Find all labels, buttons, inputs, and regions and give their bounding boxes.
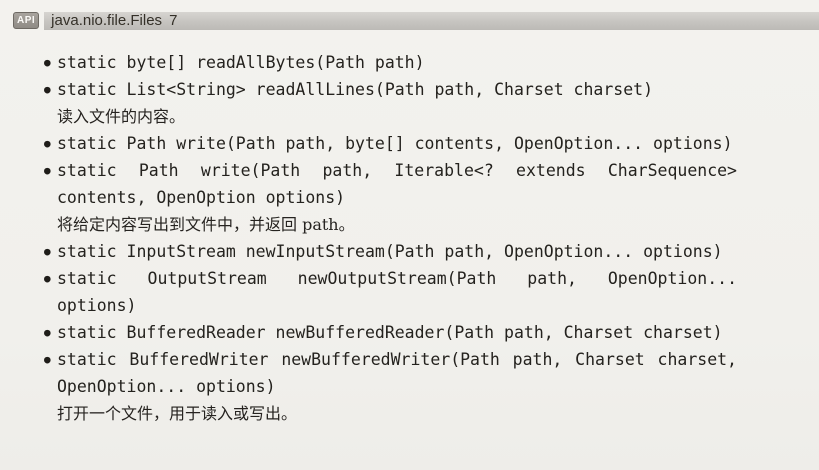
- api-code-line: static BufferedReader newBufferedReader(…: [57, 323, 723, 342]
- api-method-item: ● static BufferedWriter newBufferedWrite…: [0, 346, 737, 400]
- api-badge: API: [13, 12, 40, 29]
- api-header-bar: java.nio.file.Files 7: [44, 11, 819, 30]
- api-method-item: ● static Path write(Path path, byte[] co…: [0, 130, 737, 157]
- bullet-icon: ●: [44, 137, 51, 150]
- api-code-line: static BufferedWriter newBufferedWriter(…: [57, 350, 737, 369]
- api-method-item: ● static InputStream newInputStream(Path…: [0, 238, 737, 265]
- api-code-line: OpenOption... options): [57, 377, 276, 396]
- api-description-item: 读入文件的内容。: [0, 103, 737, 130]
- bullet-icon: ●: [44, 245, 51, 258]
- api-method-item: ● static OutputStream newOutputStream(Pa…: [0, 265, 737, 319]
- api-since-version: 7: [169, 12, 178, 29]
- api-code-line: static List<String> readAllLines(Path pa…: [57, 80, 654, 99]
- api-code-line: static InputStream newInputStream(Path p…: [57, 242, 723, 261]
- api-header: API java.nio.file.Files 7: [13, 11, 819, 30]
- bullet-icon: ●: [44, 56, 51, 69]
- bullet-icon: ●: [44, 353, 51, 366]
- api-description-line: 读入文件的内容。: [57, 107, 186, 126]
- api-method-item: ● static BufferedReader newBufferedReade…: [0, 319, 737, 346]
- api-description-line: 将给定内容写出到文件中，并返回 path。: [57, 215, 355, 234]
- api-code-line: options): [57, 296, 137, 315]
- api-description-item: 打开一个文件，用于读入或写出。: [0, 400, 737, 427]
- api-code-line: contents, OpenOption options): [57, 188, 346, 207]
- api-method-list: ● static byte[] readAllBytes(Path path) …: [0, 49, 737, 427]
- api-code-line: static Path write(Path path, byte[] cont…: [57, 134, 733, 153]
- api-method-item: ● static List<String> readAllLines(Path …: [0, 76, 737, 103]
- api-code-line: static byte[] readAllBytes(Path path): [57, 53, 425, 72]
- api-code-line: static OutputStream newOutputStream(Path…: [57, 269, 737, 288]
- bullet-icon: ●: [44, 83, 51, 96]
- api-code-line: static Path write(Path path, Iterable<? …: [57, 161, 737, 180]
- api-description-item: 将给定内容写出到文件中，并返回 path。: [0, 211, 737, 238]
- bullet-icon: ●: [44, 272, 51, 285]
- api-method-item: ● static byte[] readAllBytes(Path path): [0, 49, 737, 76]
- bullet-icon: ●: [44, 326, 51, 339]
- api-class-title: java.nio.file.Files: [51, 12, 163, 29]
- api-description-line: 打开一个文件，用于读入或写出。: [57, 404, 298, 423]
- api-method-item: ● static Path write(Path path, Iterable<…: [0, 157, 737, 211]
- bullet-icon: ●: [44, 164, 51, 177]
